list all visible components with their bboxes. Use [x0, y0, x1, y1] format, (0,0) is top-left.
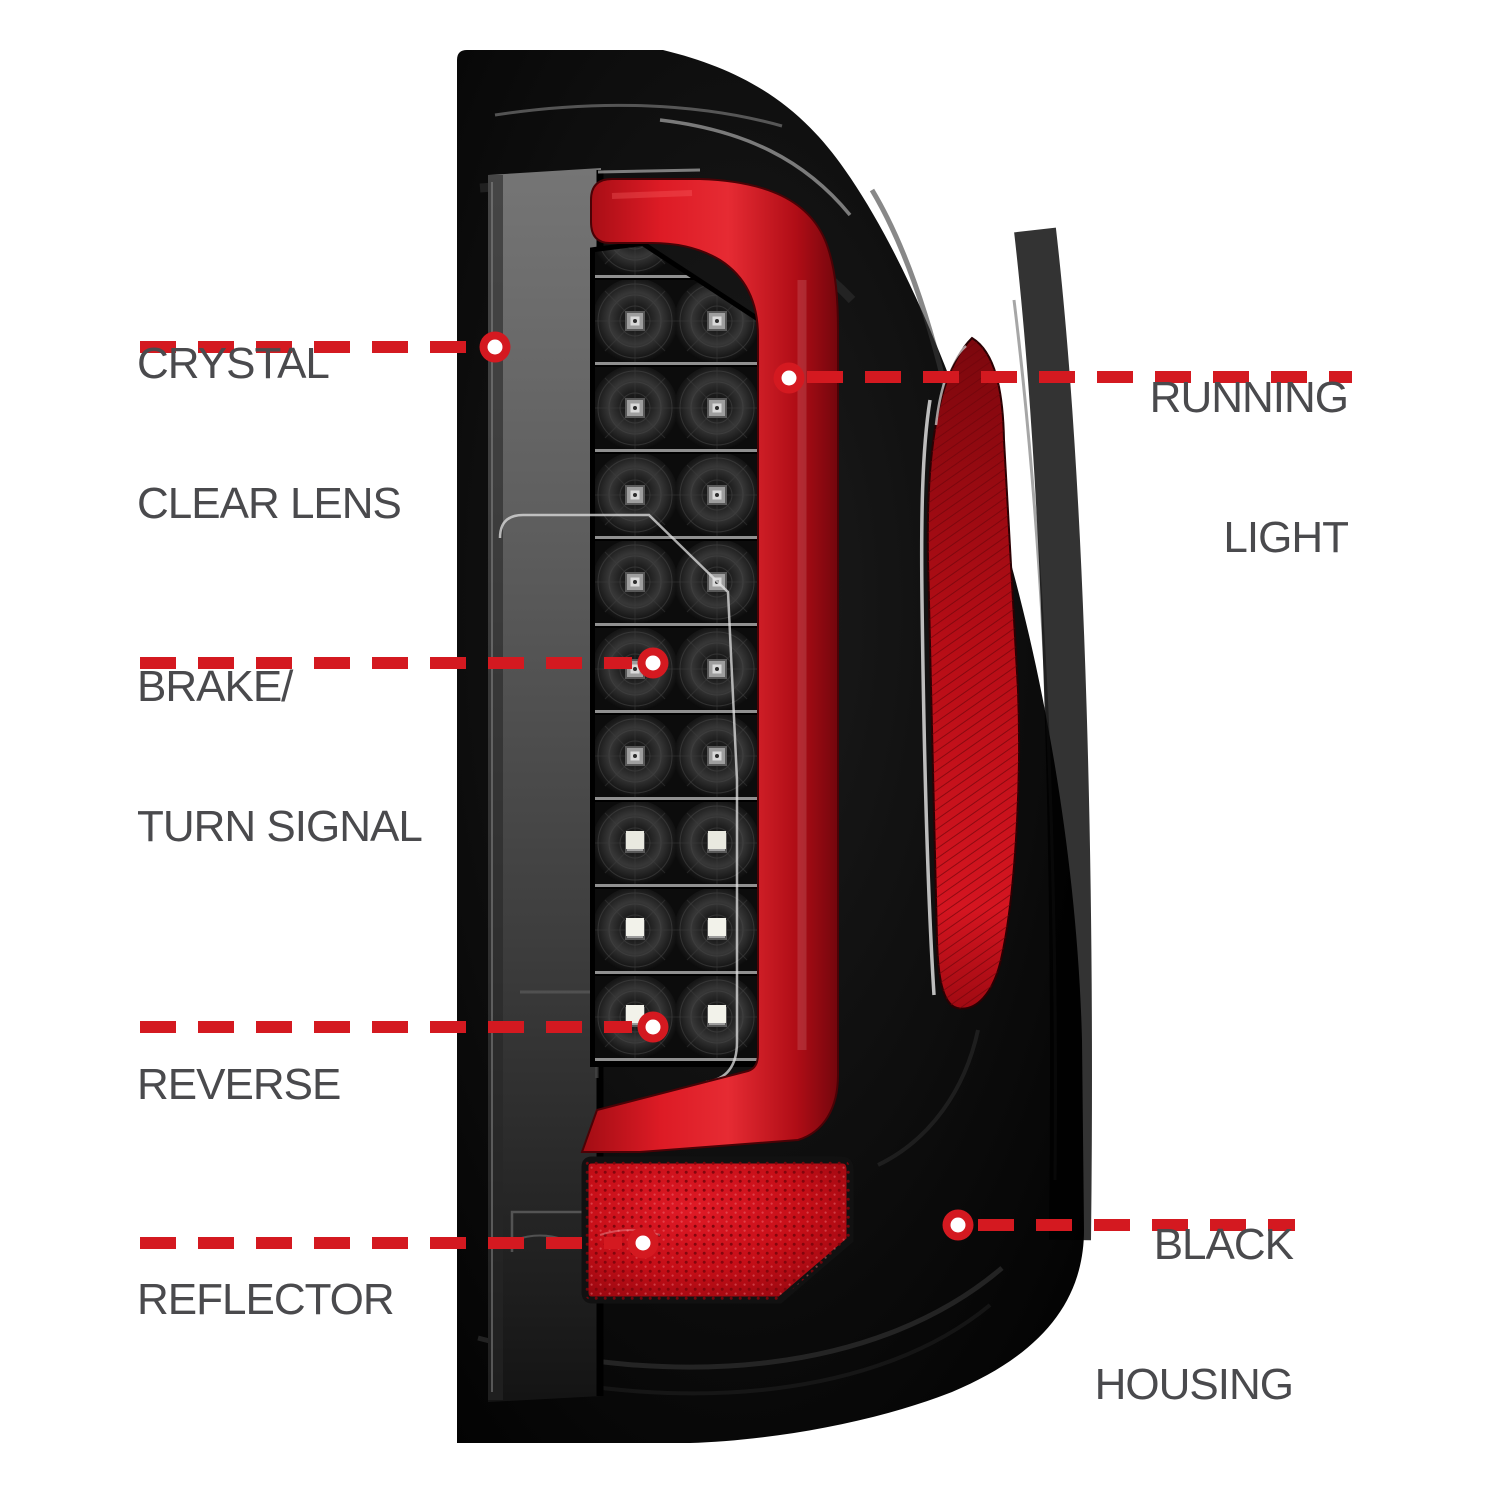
label-line: CRYSTAL — [137, 339, 330, 389]
label-line: REFLECTOR — [137, 1275, 395, 1325]
callout-dots — [479, 331, 974, 1259]
dot-black-housing — [942, 1209, 974, 1241]
label-line: BLACK — [1153, 1220, 1294, 1270]
label-line: TURN SIGNAL — [137, 802, 423, 852]
dot-brake-turn-signal — [637, 647, 669, 679]
callout-label-brake-turn-signal: BRAKE/ TURN SIGNAL — [137, 571, 423, 944]
reverse-led-chips — [626, 831, 726, 1023]
label-line: HOUSING — [1094, 1360, 1294, 1410]
bottom-reflector — [581, 1156, 854, 1304]
label-line: CLEAR LENS — [137, 479, 402, 529]
label-line: BRAKE/ — [137, 662, 293, 712]
running-light-bar — [580, 168, 839, 1153]
crystal-clear-lens-strip — [488, 168, 611, 1402]
dot-reflector — [627, 1227, 659, 1259]
led-grid — [498, 240, 763, 1084]
callout-label-black-housing: BLACK HOUSING — [1094, 1129, 1294, 1500]
dot-running-light — [773, 362, 805, 394]
label-line: LIGHT — [1223, 513, 1349, 563]
label-line: RUNNING — [1149, 373, 1349, 423]
label-line: REVERSE — [137, 1060, 341, 1110]
side-marker-reflector — [919, 336, 1021, 1010]
leader-lines — [140, 341, 1352, 1249]
clear-lens-outline — [498, 513, 739, 1084]
callout-label-reverse: REVERSE — [137, 969, 341, 1202]
callout-label-running-light: RUNNING LIGHT — [1149, 282, 1349, 655]
dot-reverse — [637, 1011, 669, 1043]
dot-crystal-clear-lens — [479, 331, 511, 363]
callout-label-crystal-clear-lens: CRYSTAL CLEAR LENS — [137, 248, 402, 621]
callout-label-reflector: REFLECTOR — [137, 1184, 395, 1417]
